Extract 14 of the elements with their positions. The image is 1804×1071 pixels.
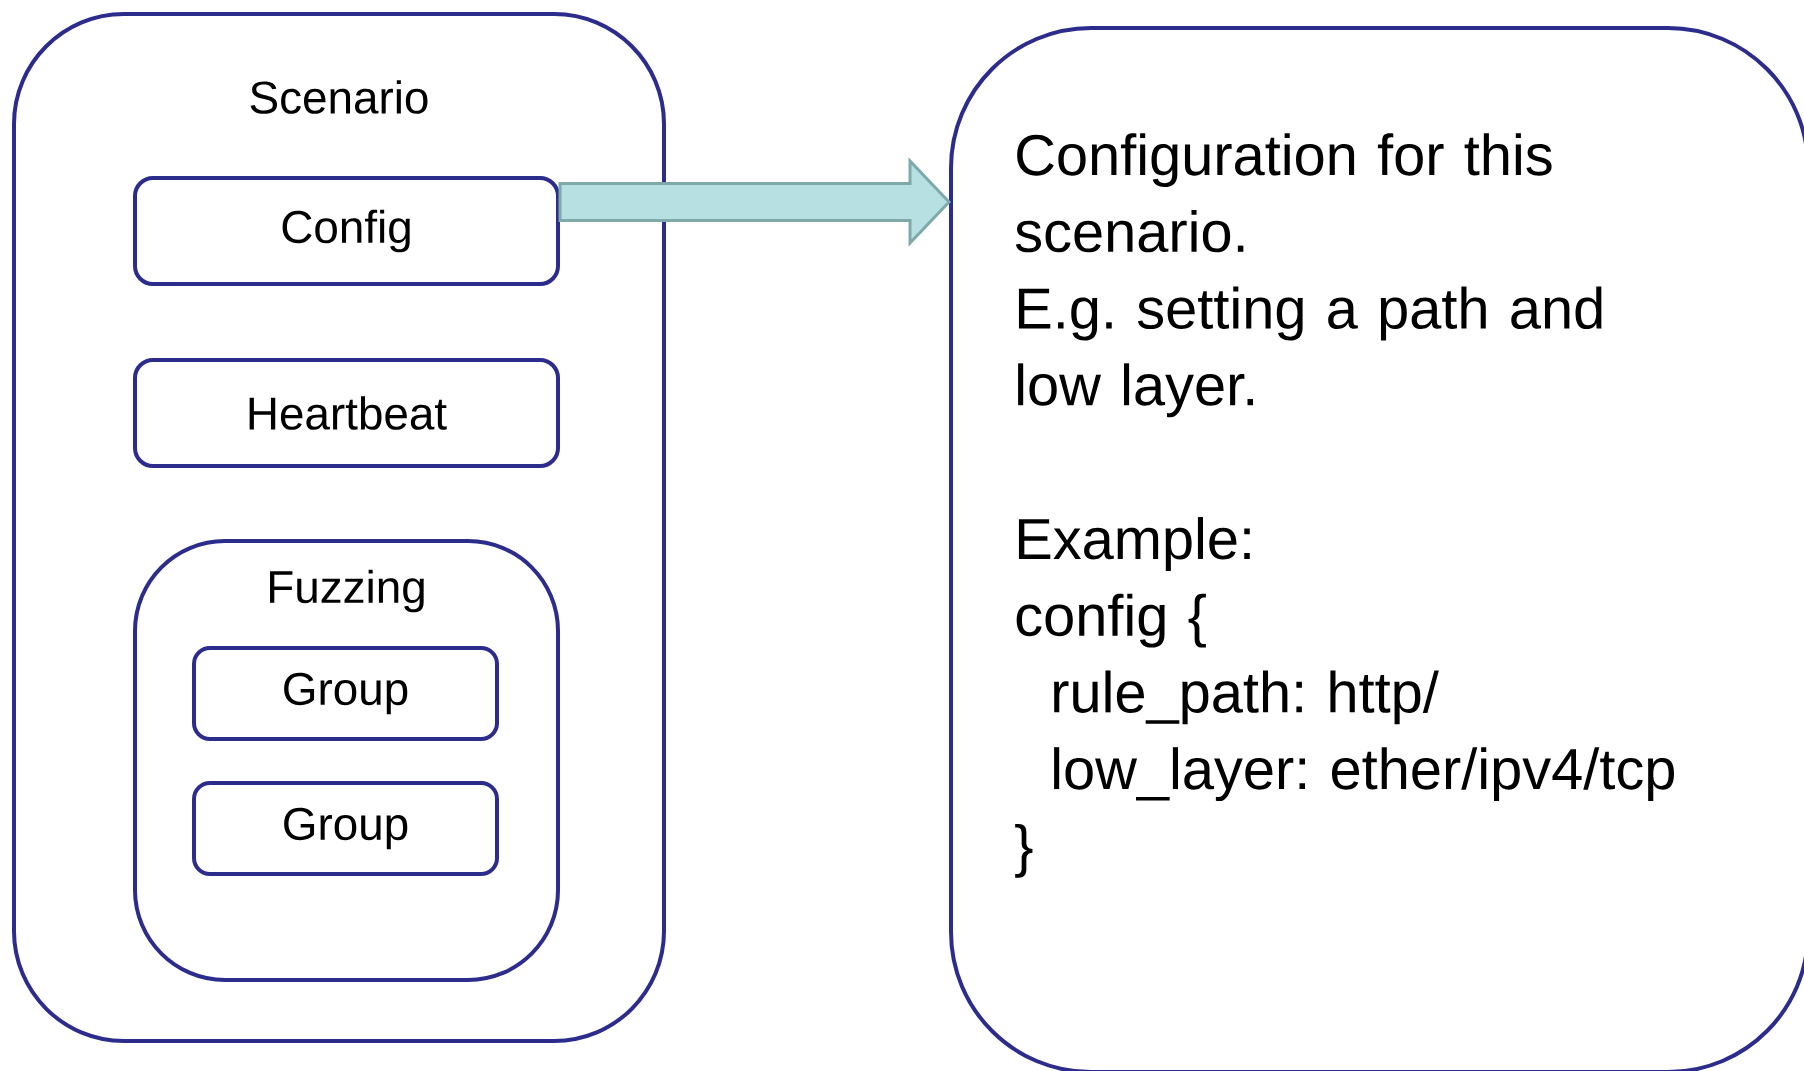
code-line: low_layer: ether/ipv4/tcp — [1054, 747, 1674, 802]
heading: Fuzzing — [270, 569, 424, 613]
code-line: rule_path: http/ — [1054, 670, 1439, 725]
block-arrow — [558, 157, 952, 247]
process-box: Group — [192, 781, 499, 876]
heading: Scenario — [250, 80, 428, 114]
process-box: Config — [133, 176, 560, 286]
code-line: config { — [1016, 593, 1206, 648]
process-box: Group — [192, 646, 499, 741]
code-line: Example: — [1018, 517, 1250, 571]
process-box: Heartbeat — [133, 358, 560, 468]
code-line: } — [1015, 823, 1033, 878]
description-text: E.g. setting a path and low layer. — [1018, 286, 1602, 418]
description-text: Configuration for this scenario. — [1015, 133, 1552, 253]
